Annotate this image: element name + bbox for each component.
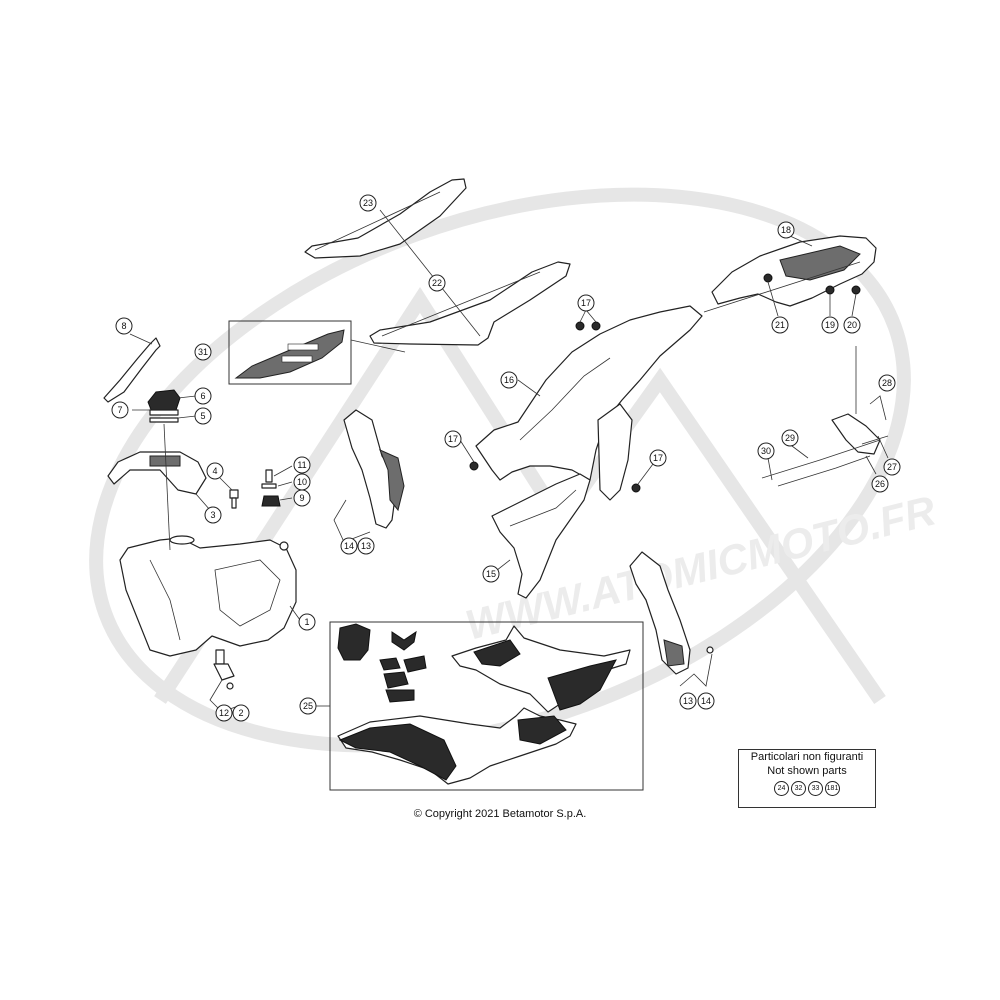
callout-30: 30 xyxy=(757,442,775,460)
not-shown-italian-label: Particolari non figuranti xyxy=(750,751,864,763)
callout-25: 25 xyxy=(299,697,317,715)
callout-10: 10 xyxy=(293,473,311,491)
svg-text:13: 13 xyxy=(683,696,693,706)
callout-17-right: 17 xyxy=(649,449,667,467)
copyright-notice: © Copyright 2021 Betamotor S.p.A. xyxy=(413,808,587,820)
svg-text:28: 28 xyxy=(882,378,892,388)
fastener-stack xyxy=(261,469,281,507)
frame-guard-right xyxy=(629,551,714,675)
svg-text:9: 9 xyxy=(299,493,304,503)
callout-16: 16 xyxy=(500,371,518,389)
callout-9: 9 xyxy=(293,489,311,507)
svg-text:17: 17 xyxy=(448,434,458,444)
svg-text:15: 15 xyxy=(486,569,496,579)
svg-text:1: 1 xyxy=(304,617,309,627)
callout-18: 18 xyxy=(777,221,795,239)
not-shown-part-24: 24 xyxy=(774,781,789,796)
callout-19: 19 xyxy=(821,316,839,334)
callout-22: 22 xyxy=(428,274,446,292)
not-shown-part-list: 24 32 33 181 xyxy=(739,781,875,796)
callout-6: 6 xyxy=(194,387,212,405)
not-shown-parts-box: Particolari non figuranti Not shown part… xyxy=(738,749,876,808)
callout-17-left: 17 xyxy=(444,430,462,448)
callout-27: 27 xyxy=(883,458,901,476)
svg-text:10: 10 xyxy=(297,477,307,487)
not-shown-english-label: Not shown parts xyxy=(767,765,847,777)
callout-21: 21 xyxy=(771,316,789,334)
fuel-cap xyxy=(147,389,181,423)
screw-4 xyxy=(229,489,239,509)
seat-base-box xyxy=(228,320,352,385)
tank-valve xyxy=(213,649,235,690)
callout-13-right: 13 xyxy=(679,692,697,710)
decal-kit xyxy=(337,623,631,785)
radiator-scoop xyxy=(491,473,591,599)
callout-28: 28 xyxy=(878,374,896,392)
svg-text:21: 21 xyxy=(775,320,785,330)
callout-14-left: 14 xyxy=(340,537,358,555)
frame-guard-left xyxy=(343,409,405,529)
svg-text:18: 18 xyxy=(781,225,791,235)
callout-7: 7 xyxy=(111,401,129,419)
svg-text:25: 25 xyxy=(303,701,313,711)
svg-text:12: 12 xyxy=(219,708,229,718)
rear-fender xyxy=(711,235,877,307)
callout-26: 26 xyxy=(871,475,889,493)
svg-text:14: 14 xyxy=(701,696,711,706)
callout-23: 23 xyxy=(359,194,377,212)
svg-text:26: 26 xyxy=(875,479,885,489)
seat-lower xyxy=(369,261,571,346)
callout-11: 11 xyxy=(293,456,311,474)
not-shown-part-32: 32 xyxy=(791,781,806,796)
callout-14-right: 14 xyxy=(697,692,715,710)
callout-2: 2 xyxy=(232,704,250,722)
svg-text:17: 17 xyxy=(653,453,663,463)
svg-text:8: 8 xyxy=(121,321,126,331)
callout-5: 5 xyxy=(194,407,212,425)
svg-text:14: 14 xyxy=(344,541,354,551)
callout-31: 31 xyxy=(194,343,212,361)
svg-text:7: 7 xyxy=(117,405,122,415)
callout-29: 29 xyxy=(781,429,799,447)
callout-15: 15 xyxy=(482,565,500,583)
fuel-tank xyxy=(119,535,297,657)
svg-text:27: 27 xyxy=(887,462,897,472)
side-panel-left xyxy=(475,305,703,501)
callout-17-top: 17 xyxy=(577,294,595,312)
svg-text:29: 29 xyxy=(785,433,795,443)
svg-text:30: 30 xyxy=(761,446,771,456)
svg-text:19: 19 xyxy=(825,320,835,330)
callout-12: 12 xyxy=(215,704,233,722)
svg-text:3: 3 xyxy=(210,510,215,520)
callout-4: 4 xyxy=(206,462,224,480)
callout-8: 8 xyxy=(115,317,133,335)
callout-3: 3 xyxy=(204,506,222,524)
callout-20: 20 xyxy=(843,316,861,334)
svg-text:4: 4 xyxy=(212,466,217,476)
svg-text:17: 17 xyxy=(581,298,591,308)
not-shown-part-181: 181 xyxy=(825,781,840,796)
breather-hose xyxy=(103,337,161,403)
svg-text:6: 6 xyxy=(200,391,205,401)
svg-text:20: 20 xyxy=(847,320,857,330)
tank-bracket xyxy=(107,451,207,495)
seat-upper xyxy=(304,178,467,259)
svg-text:11: 11 xyxy=(297,460,306,470)
svg-text:5: 5 xyxy=(200,411,205,421)
svg-text:13: 13 xyxy=(361,541,371,551)
callout-13-left: 13 xyxy=(357,537,375,555)
plate-holder xyxy=(831,413,889,455)
svg-text:2: 2 xyxy=(238,708,243,718)
svg-text:31: 31 xyxy=(198,347,208,357)
svg-text:22: 22 xyxy=(432,278,442,288)
seat-base xyxy=(234,329,345,379)
not-shown-part-33: 33 xyxy=(808,781,823,796)
callout-1: 1 xyxy=(298,613,316,631)
svg-text:16: 16 xyxy=(504,375,514,385)
svg-text:23: 23 xyxy=(363,198,373,208)
callouts: 23 22 31 8 6 5 7 4 3 11 10 9 1 12 2 14 1… xyxy=(111,194,901,722)
